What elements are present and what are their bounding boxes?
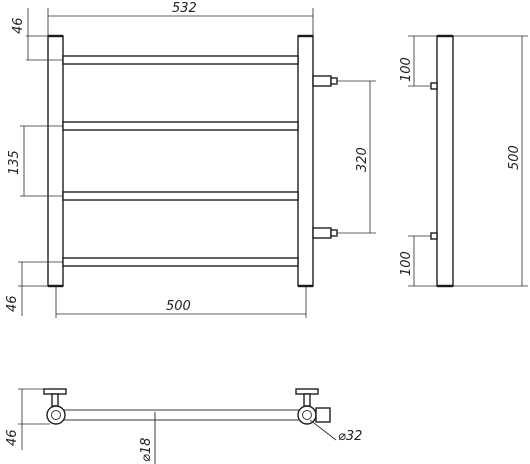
dim-depth: 46 xyxy=(5,388,50,450)
bar-3 xyxy=(62,191,299,201)
dim-mount-spacing: 320 xyxy=(337,80,376,234)
side-mount-top xyxy=(430,82,438,90)
right-post xyxy=(297,35,314,287)
dim-label-post-diameter: ⌀32 xyxy=(338,429,362,444)
side-mount-bottom xyxy=(430,232,438,240)
mount-connectors xyxy=(312,75,338,239)
left-bracket xyxy=(43,388,67,425)
bar-2 xyxy=(62,121,299,131)
right-connector xyxy=(315,407,331,423)
dim-bottom-offset: 46 xyxy=(5,261,63,316)
side-view: 500 100 100 xyxy=(399,34,528,288)
dim-label-46-bottom: 46 xyxy=(5,295,20,312)
dim-label-135: 135 xyxy=(7,150,22,175)
front-view: 532 500 46 135 46 xyxy=(5,1,376,318)
dim-label-500-side: 500 xyxy=(507,145,522,170)
left-post xyxy=(47,35,64,287)
dim-label-100-top: 100 xyxy=(399,57,414,82)
mount-connector-bottom xyxy=(312,227,332,239)
dim-label-320: 320 xyxy=(355,147,370,172)
top-view: 46 ⌀18 ⌀32 xyxy=(5,388,362,464)
dim-label-46-depth: 46 xyxy=(5,429,20,446)
dim-top-offset: 46 xyxy=(11,8,63,61)
right-post-section xyxy=(297,405,317,425)
dim-label-100-bottom: 100 xyxy=(399,251,414,276)
dim-side-height: 500 xyxy=(453,35,528,287)
dim-label-532: 532 xyxy=(172,1,197,16)
dim-total-width: 532 xyxy=(47,1,314,36)
horizontal-bars xyxy=(62,55,299,267)
left-post-section xyxy=(46,405,66,425)
dim-label-500-bottom: 500 xyxy=(166,299,191,314)
dim-side-bottom: 100 xyxy=(399,235,437,287)
dim-bar-spacing: 135 xyxy=(7,125,63,197)
dim-bar-span: 500 xyxy=(55,286,307,318)
bar-4 xyxy=(62,257,299,267)
bar-1 xyxy=(62,55,299,65)
dim-side-top: 100 xyxy=(399,35,437,87)
dim-label-bar-diameter: ⌀18 xyxy=(139,438,154,462)
mount-connector-top xyxy=(312,75,332,87)
right-bracket xyxy=(295,388,337,441)
side-post xyxy=(436,35,454,287)
dim-label-46-top: 46 xyxy=(11,17,26,34)
